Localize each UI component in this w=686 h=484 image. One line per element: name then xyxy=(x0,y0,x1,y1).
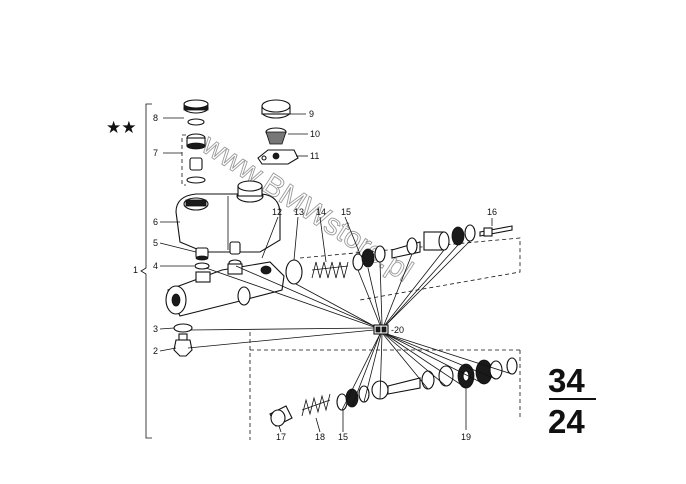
screw-cap-9 xyxy=(261,99,291,119)
callout-15-upper: 15 xyxy=(341,207,351,217)
double-star-mark: ★★ xyxy=(106,118,136,138)
grommet-12 xyxy=(228,241,242,267)
callout-2: 2 xyxy=(153,346,158,356)
fluid-reservoir-6 xyxy=(175,180,281,253)
cup-seals-19 xyxy=(457,357,518,389)
secondary-piston xyxy=(371,365,454,400)
callout-17: 17 xyxy=(276,432,286,442)
callout-12: 12 xyxy=(272,207,282,217)
primary-piston xyxy=(391,224,476,259)
master-cylinder-body xyxy=(165,261,285,317)
strainer-7 xyxy=(186,133,206,184)
callout-19: 19 xyxy=(461,432,471,442)
callout-11: 11 xyxy=(310,151,319,161)
callout-8: 8 xyxy=(153,113,158,123)
callout-13: 13 xyxy=(294,207,304,217)
upper-seals-15 xyxy=(352,245,386,271)
page-number-bottom: 24 xyxy=(548,403,585,440)
reservoir-cap-8 xyxy=(183,99,209,126)
upper-exploded-frame xyxy=(299,237,521,301)
callout-7: 7 xyxy=(153,148,158,158)
callout-10: 10 xyxy=(310,129,320,139)
callout-16: 16 xyxy=(487,207,497,217)
stop-pin-16 xyxy=(479,225,513,237)
o-ring-13 xyxy=(285,259,303,285)
callout-9: 9 xyxy=(309,109,314,119)
page-number-top: 34 xyxy=(548,362,585,399)
callout-18: 18 xyxy=(315,432,325,442)
callout-14: 14 xyxy=(316,207,326,217)
assembly-bracket xyxy=(140,103,152,439)
callout-1: 1 xyxy=(133,265,138,275)
spring-18 xyxy=(301,393,331,417)
lower-exploded-frame xyxy=(249,332,521,440)
bleed-fitting-2 xyxy=(173,333,193,357)
sleeve-17 xyxy=(269,405,293,427)
seal-ring-4 xyxy=(194,262,210,270)
callout-3: 3 xyxy=(153,324,158,334)
callout-6: 6 xyxy=(153,217,158,227)
grommet-5 xyxy=(195,247,209,261)
strainer-10 xyxy=(265,127,287,145)
callout-5: 5 xyxy=(153,238,158,248)
leader-lines xyxy=(159,113,513,433)
group-bracket-7 xyxy=(181,134,186,186)
spring-14 xyxy=(311,261,349,279)
holder-plate-11 xyxy=(257,149,299,165)
lower-seals-15 xyxy=(336,385,370,411)
callout-15-lower: 15 xyxy=(338,432,348,442)
washer-3 xyxy=(173,323,193,333)
callout-20: -20 xyxy=(391,325,404,335)
callout-4: 4 xyxy=(153,261,158,271)
